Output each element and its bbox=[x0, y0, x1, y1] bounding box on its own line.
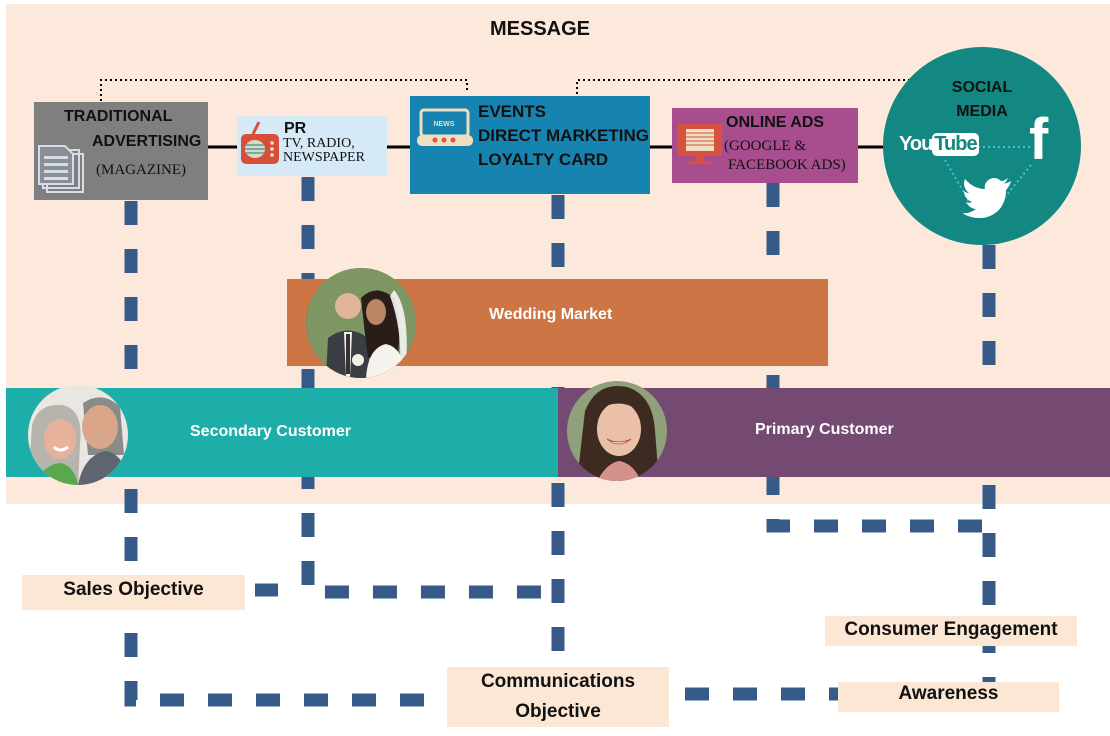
svg-text:NEWS: NEWS bbox=[434, 121, 455, 128]
segment-label: Secondary Customer bbox=[190, 423, 351, 440]
couple-photo bbox=[306, 268, 416, 378]
awareness-label: Awareness bbox=[838, 682, 1059, 712]
segment-label: Primary Customer bbox=[755, 421, 894, 438]
channel-label: DIRECT MARKETING bbox=[478, 126, 649, 145]
channel-online-ads[interactable]: ONLINE ADS (GOOGLE & FACEBOOK ADS) bbox=[672, 108, 858, 183]
communications-objective-line1: Communications bbox=[480, 671, 636, 692]
segment-label: Wedding Market bbox=[489, 306, 613, 323]
channel-sublabel: TV, RADIO, bbox=[283, 136, 355, 151]
channel-sublabel: FACEBOOK ADS) bbox=[728, 157, 846, 173]
older-couple-photo-art bbox=[28, 385, 128, 485]
channel-label: ONLINE ADS bbox=[726, 114, 825, 131]
channel-pr[interactable]: PR TV, RADIO, NEWSPAPER bbox=[237, 116, 387, 176]
communications-objective-line2: Objective bbox=[515, 701, 601, 722]
page-title: MESSAGE bbox=[489, 18, 591, 40]
communications-objective-label: Communications Objective bbox=[447, 667, 669, 727]
young-woman-photo-art bbox=[567, 381, 667, 481]
channel-sublabel: (GOOGLE & bbox=[724, 138, 807, 154]
news-laptop-icon: NEWS bbox=[417, 108, 473, 146]
channel-label: ADVERTISING bbox=[92, 133, 202, 150]
channel-label: LOYALTY CARD bbox=[478, 150, 609, 169]
dash-path-traditional bbox=[124, 201, 445, 707]
channel-sublabel: (MAGAZINE) bbox=[96, 162, 186, 178]
social-links bbox=[944, 146, 1032, 206]
twitter-icon bbox=[963, 177, 1011, 218]
older-couple-photo bbox=[28, 385, 128, 485]
young-woman-photo bbox=[567, 381, 667, 481]
documents-icon bbox=[38, 145, 84, 193]
channel-label: SOCIAL bbox=[951, 79, 1013, 96]
monitor-icon bbox=[678, 124, 722, 164]
channel-label: MEDIA bbox=[956, 103, 1008, 120]
channel-label: EVENTS bbox=[478, 102, 547, 121]
radio-icon bbox=[241, 121, 279, 164]
channel-label: TRADITIONAL bbox=[64, 108, 173, 125]
dotted-bracket-left bbox=[100, 79, 468, 101]
channel-events[interactable]: NEWS EVENTS DIRECT MARKETING LOYALTY CAR… bbox=[410, 96, 650, 194]
consumer-engagement-label: Consumer Engagement bbox=[825, 616, 1077, 646]
dotted-bracket-right bbox=[576, 79, 915, 94]
channel-traditional-advertising[interactable]: TRADITIONAL ADVERTISING (MAGAZINE) bbox=[34, 102, 208, 200]
sales-objective-label: Sales Objective bbox=[22, 575, 245, 610]
facebook-icon: f bbox=[1029, 107, 1049, 172]
channel-label: PR bbox=[284, 120, 307, 137]
couple-photo-art bbox=[306, 268, 416, 378]
dash-path-pr bbox=[301, 177, 556, 599]
channel-sublabel: NEWSPAPER bbox=[283, 150, 365, 165]
